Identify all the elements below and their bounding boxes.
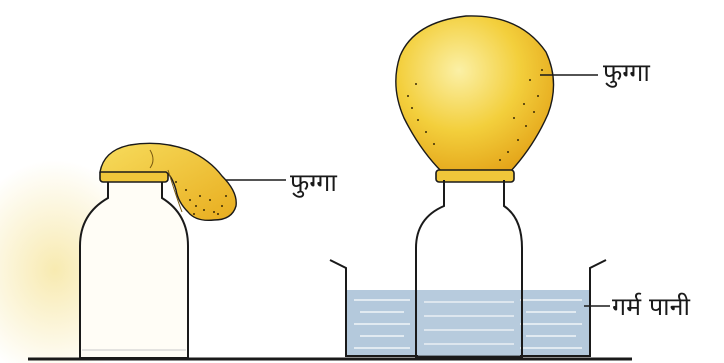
hot-water-label: गर्म पानी [612, 294, 690, 319]
balloon-label-right: फुग्गा [603, 60, 650, 85]
balloon-label-left: फुग्गा [290, 170, 337, 195]
inflated-balloon [396, 16, 554, 182]
right-bottle [416, 180, 522, 358]
